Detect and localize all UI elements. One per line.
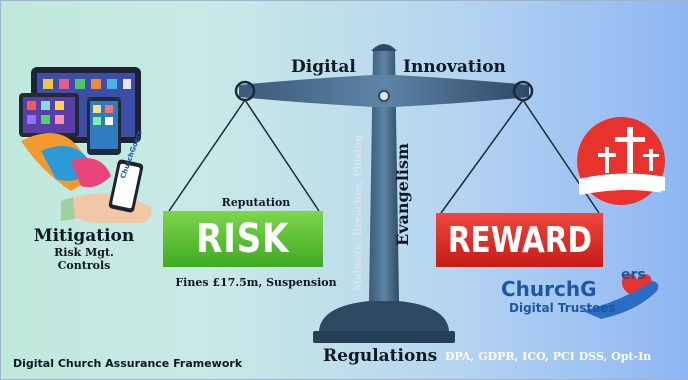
threats-label: Malware, Breaches, Phising <box>353 134 364 291</box>
brand-name-suffix: ers <box>621 267 646 283</box>
hand-icon <box>61 193 152 224</box>
church-cross-logo-icon <box>577 117 665 205</box>
threats-label-wrap: Malware, Breaches, Phising <box>353 121 373 291</box>
regulations-label: Regulations <box>323 346 438 366</box>
regulations-list: DPA, GDPR, ICO, PCI DSS, Opt-In <box>445 350 652 363</box>
risk-label: RISK <box>196 216 290 262</box>
left-string-a <box>168 99 246 212</box>
brand-tagline: Digital Trustees <box>509 301 616 315</box>
brand-name: ChurchG <box>501 277 597 301</box>
framework-caption: Digital Church Assurance Framework <box>13 357 243 370</box>
digital-word: Digital <box>291 57 356 77</box>
right-string-a <box>440 99 524 214</box>
beam-pivot <box>378 90 390 102</box>
tablet-devices-icon <box>19 67 141 191</box>
smartphone-icon <box>108 159 144 213</box>
risk-pan: RISK <box>163 211 323 267</box>
scale-base <box>319 301 449 331</box>
scale-cap <box>371 44 397 51</box>
reward-pan: REWARD <box>436 213 603 267</box>
reward-label: REWARD <box>447 219 592 261</box>
innovation-word: Innovation <box>403 57 506 77</box>
mitigation-title: Mitigation <box>33 226 135 246</box>
evangelism-label-wrap: Evangelism <box>393 121 413 251</box>
mitigation-subtitle-line2: Controls <box>57 259 111 272</box>
scale-base-plate <box>313 331 455 343</box>
left-string-b <box>244 99 320 212</box>
scale-pillar <box>369 51 399 301</box>
evangelism-label: Evangelism <box>393 143 412 246</box>
mitigation-subtitle: Risk Mgt. Controls <box>39 246 129 272</box>
fines-caption: Fines £17.5m, Suspension <box>175 276 337 289</box>
churchgoers-brand: ers ChurchG Digital Trustees <box>501 267 671 323</box>
mitigation-subtitle-line1: Risk Mgt. <box>54 246 114 259</box>
brand-hand-icon <box>583 281 659 319</box>
right-string-b <box>522 99 600 214</box>
reputation-caption: Reputation <box>221 196 291 209</box>
